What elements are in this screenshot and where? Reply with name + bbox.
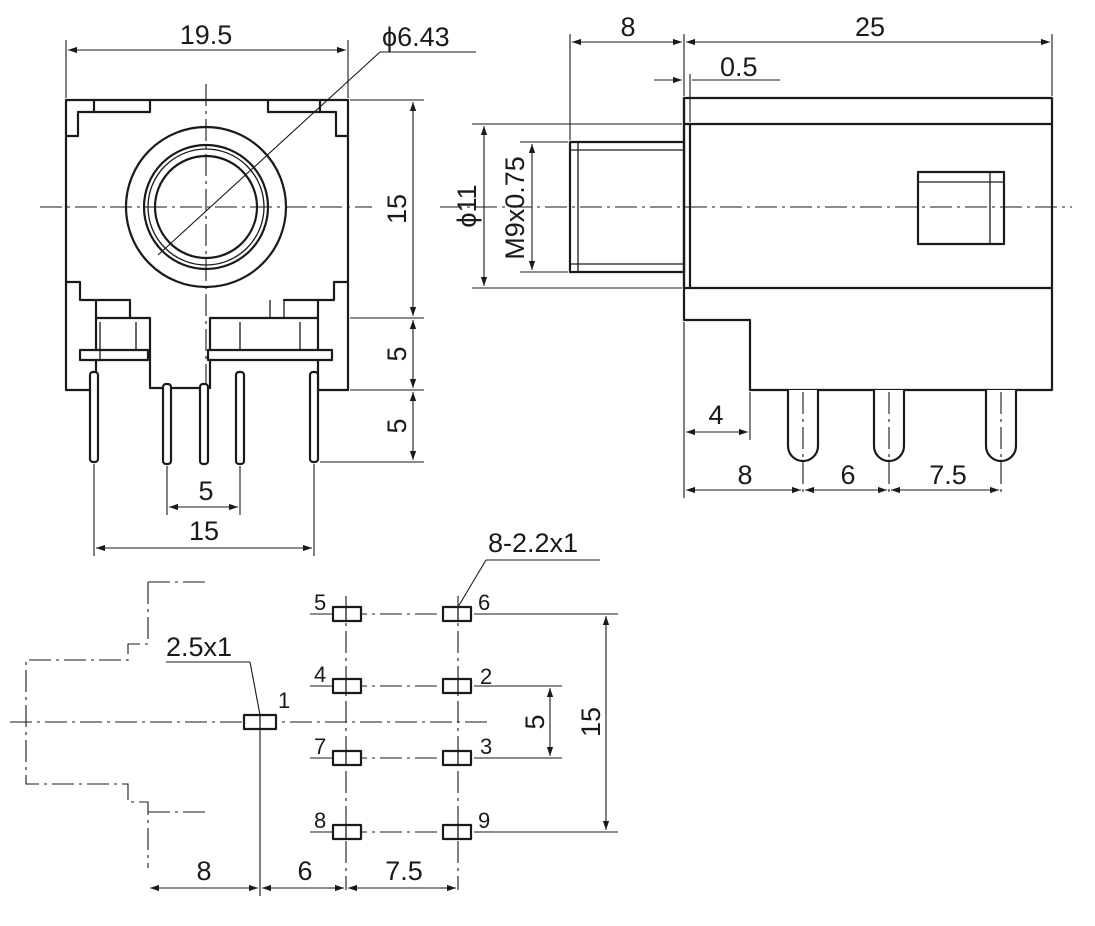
side-view: 8 25 0.5 ϕ11 M9x0.75 4 8 6 7.5: [440, 12, 1072, 498]
footprint-view: 1 2 3 4 5 6 7 8 9 8-2.2x1 2.5x1 5 15 8 6…: [10, 528, 618, 896]
pin-number-1: 1: [278, 688, 290, 713]
pin-number-2: 2: [480, 664, 492, 689]
footprint-offset3-label: 7.5: [385, 856, 423, 886]
main-pad-size-label: 2.5x1: [166, 632, 232, 662]
pin-number-8: 8: [314, 808, 326, 833]
pin-number-7: 7: [314, 734, 326, 759]
footprint-offset2-label: 6: [297, 856, 312, 886]
bore-diameter-label: ϕ6.43: [382, 22, 450, 52]
footprint-pitch-label: 5: [520, 714, 550, 729]
pin-number-9: 9: [478, 808, 490, 833]
pad-5: [331, 605, 363, 623]
step-label: 4: [708, 400, 723, 430]
pad-9: [441, 823, 473, 841]
pin-number-3: 3: [480, 734, 492, 759]
pin-number-4: 4: [314, 662, 326, 687]
front-height-label: 15: [382, 194, 412, 224]
pin-number-5: 5: [314, 590, 326, 615]
front-pin-pitch-label: 5: [198, 476, 213, 506]
pad-4: [331, 677, 363, 695]
outer-diameter-label: ϕ11: [452, 184, 482, 227]
slot-pad-size-label: 8-2.2x1: [488, 528, 578, 558]
front-pin-span-label: 15: [189, 516, 219, 546]
front-width-label: 19.5: [180, 20, 233, 50]
pin-gap1-label: 6: [840, 460, 855, 490]
footprint-offset1-label: 8: [196, 856, 211, 886]
pin-offset-label: 8: [737, 460, 752, 490]
thread-label: M9x0.75: [500, 156, 530, 260]
front-step-label: 5: [382, 346, 412, 361]
front-view: 19.5 ϕ6.43 15 5 5 5 15: [40, 20, 476, 556]
pad-2: [441, 677, 473, 695]
footprint-span-label: 15: [576, 707, 606, 737]
pad-7: [331, 749, 363, 767]
pad-8: [331, 823, 363, 841]
pin-gap2-label: 7.5: [929, 460, 967, 490]
pin-number-6: 6: [478, 590, 490, 615]
body-length-label: 25: [855, 12, 885, 42]
nut-length-label: 8: [620, 12, 635, 42]
pad-6: [441, 605, 473, 623]
front-pin-length-label: 5: [382, 418, 412, 433]
pad-3: [441, 749, 473, 767]
flange-label: 0.5: [720, 52, 758, 82]
